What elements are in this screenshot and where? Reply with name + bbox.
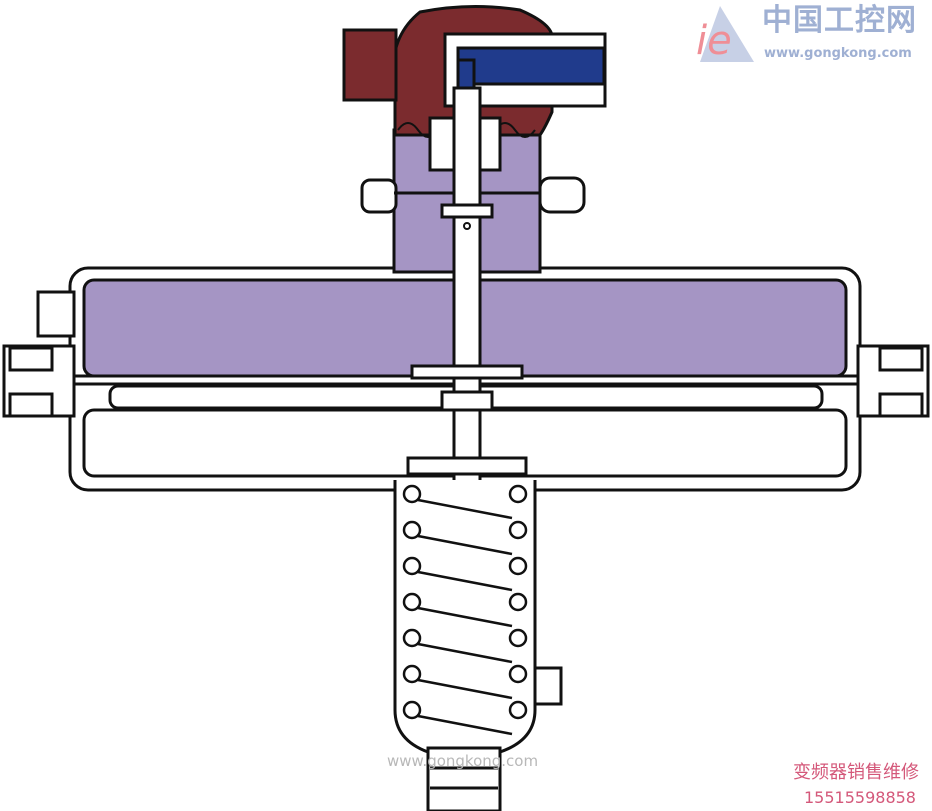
ad-text: 变频器销售维修: [793, 762, 919, 783]
spring-wire: [417, 714, 513, 736]
watermark: www.gongkong.com: [387, 752, 539, 770]
stem-nut-bottom: [440, 390, 494, 412]
right-clamp: [538, 176, 586, 214]
spring-coil: [402, 592, 422, 612]
spring-wire: [417, 570, 513, 592]
vent-plug: [36, 290, 76, 338]
bottom-bushing: [426, 746, 502, 811]
indicator-tab: [533, 666, 563, 706]
spring-coil: [508, 628, 528, 648]
site-logo: ie 中国工控网 www.gongkong.com: [690, 2, 930, 68]
stem-nut-plate: [410, 364, 524, 380]
left-bolt-bottom: [8, 392, 54, 418]
logo-mark-text: ie: [696, 18, 732, 64]
spring-coil: [508, 700, 528, 720]
spring-coil: [402, 700, 422, 720]
spring-coil: [402, 556, 422, 576]
spring-coil: [508, 592, 528, 612]
logo-name: 中国工控网: [762, 3, 917, 38]
right-bolt-bottom: [878, 392, 924, 418]
spring-coil: [508, 664, 528, 684]
left-clamp: [360, 178, 398, 214]
spring-coil: [402, 484, 422, 504]
spring-coil: [508, 520, 528, 540]
stem-pin: [463, 222, 471, 230]
spring-wire: [417, 678, 513, 700]
spring-coils: [402, 484, 528, 736]
right-bolt-top: [878, 346, 924, 372]
logo-url: www.gongkong.com: [764, 46, 912, 61]
spring-coil: [402, 520, 422, 540]
spring-wire: [417, 606, 513, 628]
spring-wire: [417, 642, 513, 664]
spring-coil: [402, 628, 422, 648]
supply-port: [456, 46, 606, 86]
spring-coil: [508, 484, 528, 504]
spring-wire: [417, 498, 513, 520]
ad-phone: 15515598858: [804, 788, 916, 807]
spring-coil: [402, 664, 422, 684]
logo-mark-icon: ie: [696, 6, 754, 64]
spring-seat: [406, 456, 528, 476]
stem-nut-top: [440, 203, 494, 219]
left-bolt-top: [8, 346, 54, 372]
spring-coil: [508, 556, 528, 576]
spring-wire: [417, 534, 513, 556]
signal-port: [342, 28, 398, 102]
